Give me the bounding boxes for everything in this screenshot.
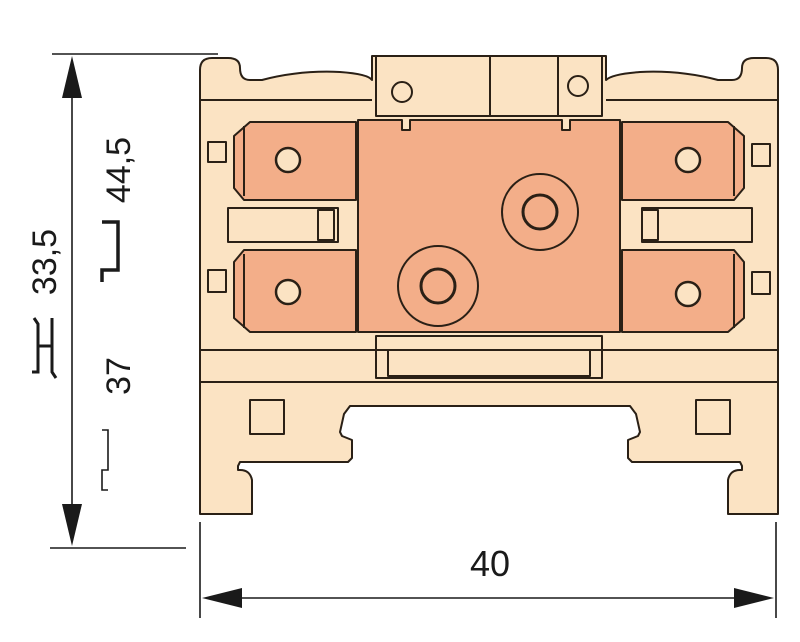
side-tab-right-bottom	[751, 271, 771, 295]
stud-upper	[521, 193, 559, 231]
foot-square-right	[695, 399, 731, 435]
wire-stop-right	[641, 209, 659, 241]
tab-hole-ll	[274, 278, 302, 306]
top-hat-rail-icon	[101, 429, 109, 491]
tab-hole-rl	[674, 280, 702, 308]
housing-lower-plate	[375, 335, 603, 379]
tab-hole-lu	[274, 146, 302, 174]
contacts	[233, 119, 745, 333]
dimension-arrows	[62, 56, 774, 608]
wire-entry-right	[641, 207, 753, 243]
stud-ring-lower	[397, 245, 479, 327]
height-label-g-rail: 33,5	[26, 229, 64, 295]
arrow-up-icon	[62, 56, 82, 98]
side-tab-left-top	[207, 141, 227, 163]
wire-stop-left	[317, 209, 335, 241]
central-contact-plate	[357, 119, 621, 333]
side-tab-left-bottom	[207, 269, 227, 293]
screw-hole-right	[567, 75, 589, 97]
height-label-group: 33,5 44,5 37	[26, 137, 138, 395]
foot-square-left	[249, 399, 285, 435]
arrow-left-icon	[202, 588, 242, 608]
side-tab-right-top	[751, 143, 771, 167]
arrow-right-icon	[734, 588, 774, 608]
g-rail-icon	[32, 317, 58, 379]
housing-label-slot	[387, 349, 591, 377]
height-label-deep-rail: 44,5	[100, 137, 138, 203]
tab-hole-ru	[674, 146, 702, 174]
width-label: 40	[470, 543, 510, 584]
screw-hole-left	[391, 81, 413, 103]
stud-ring-upper	[501, 173, 579, 251]
top-hat-rail-deep-icon	[100, 220, 120, 282]
stud-lower	[419, 267, 457, 305]
dimension-lines	[50, 53, 777, 618]
height-label-top-hat-rail: 37	[100, 357, 138, 395]
arrow-down-icon	[62, 504, 82, 546]
